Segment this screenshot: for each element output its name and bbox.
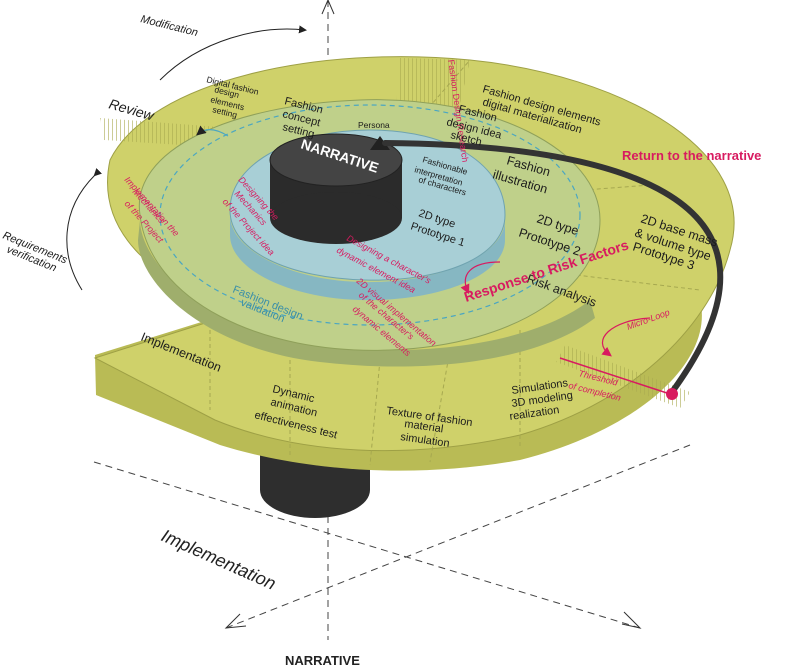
core-base: [270, 192, 402, 244]
axis-vertical-arrow: [321, 0, 335, 15]
axis-implementation-label: Implementation: [158, 525, 279, 593]
requirements-arrow: [66, 167, 103, 291]
response-arrow: [460, 261, 501, 295]
modification-label: Modification: [139, 13, 199, 39]
persona-label: Persona: [358, 120, 390, 130]
hatch-threshold: [556, 345, 690, 408]
sector-interpretation: Fashionable interpretation of characters: [413, 154, 469, 197]
axis-arrow-right: [621, 611, 642, 629]
axis-narrative-label: NARRATIVE: [285, 653, 360, 668]
threshold-line: [559, 357, 671, 395]
axis-arrow-left: [224, 613, 247, 629]
threshold-dot: [666, 388, 678, 400]
micro-loop-arrow: [601, 317, 651, 357]
inner-ring-side: [230, 215, 505, 301]
core-top: [269, 133, 403, 187]
loop-arrow-left: [196, 125, 229, 137]
sector-digital-elements: Digital fashion design elements setting: [206, 74, 260, 120]
return-label: Return to the narrative: [622, 148, 761, 163]
loop-outer: [159, 104, 581, 326]
return-curve: [382, 140, 724, 395]
persona-marker: [370, 136, 390, 150]
modification-arrow: [159, 25, 307, 81]
svg-text:material: material: [404, 418, 444, 435]
